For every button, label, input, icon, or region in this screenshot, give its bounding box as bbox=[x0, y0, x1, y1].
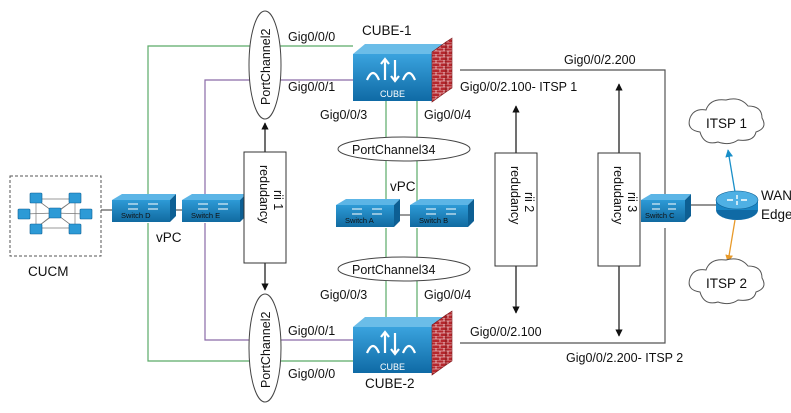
vpc-left-label: vPC bbox=[156, 230, 182, 245]
wan-edge-router: WAN Edge bbox=[715, 188, 791, 222]
cube-1: CUBE-1 CUBE Gig0/0/0 Gig0/0/1 Gig0/0/3 G… bbox=[288, 23, 636, 122]
cube2-inner-label: CUBE bbox=[380, 362, 405, 372]
itsp1-cloud: ITSP 1 bbox=[688, 98, 765, 145]
redundancy-rii1: redudancy rii 1 bbox=[243, 122, 287, 291]
c1-gig004-label: Gig0/0/4 bbox=[424, 108, 471, 122]
c1-gig000-label: Gig0/0/0 bbox=[288, 30, 335, 44]
itsp2-cloud-icon bbox=[688, 258, 765, 305]
switch-b: Switch B bbox=[410, 199, 474, 227]
switch-a-label: Switch A bbox=[345, 216, 374, 225]
rii-2-label: rii 2 bbox=[522, 192, 536, 212]
c2-gig003-label: Gig0/0/3 bbox=[320, 288, 367, 302]
cucm-cluster: CUCM bbox=[9, 175, 102, 279]
switch-a-icon bbox=[336, 199, 400, 205]
c1-gig002-200-label: Gig0/0/2.200 bbox=[564, 53, 636, 67]
link-switchd-cube2-gig000 bbox=[147, 223, 353, 362]
cube1-firewall-icon bbox=[431, 37, 453, 103]
c2-gig004-label: Gig0/0/4 bbox=[424, 288, 471, 302]
c2-gig001-label: Gig0/0/1 bbox=[288, 324, 335, 338]
switch-e: Switch E bbox=[182, 194, 246, 222]
cube1-arrows-icon bbox=[365, 57, 417, 83]
redundancy-2-label: redudancy bbox=[508, 166, 522, 225]
switch-d-icon bbox=[112, 194, 176, 200]
switch-c: Switch C bbox=[641, 194, 691, 222]
link-cube2-gig002-switchc bbox=[460, 228, 666, 344]
switch-b-icon bbox=[410, 199, 474, 205]
cube2-firewall-icon bbox=[431, 310, 453, 376]
portchannel34-top: PortChannel34 bbox=[337, 136, 471, 162]
rii-3-label: rii 3 bbox=[625, 192, 639, 212]
portchannel34-bottom: PortChannel34 bbox=[337, 256, 471, 282]
portchannel2-top: PortChannel2 bbox=[248, 10, 282, 120]
switch-c-icon bbox=[641, 194, 691, 200]
link-switche-cube2-gig001 bbox=[204, 223, 353, 341]
c2-gig000-label: Gig0/0/0 bbox=[288, 367, 335, 381]
switch-e-label: Switch E bbox=[191, 211, 220, 220]
wan-edge-label-1: WAN bbox=[761, 188, 791, 203]
cube1-inner-label: CUBE bbox=[380, 89, 405, 99]
itsp1-label: ITSP 1 bbox=[706, 116, 747, 131]
redundancy-1-label: redudancy bbox=[257, 165, 271, 224]
redundancy-3-label: redudancy bbox=[611, 166, 625, 225]
cucm-box bbox=[9, 175, 102, 257]
portchannel2-bottom-label: PortChannel2 bbox=[259, 312, 273, 388]
itsp2-label: ITSP 2 bbox=[706, 276, 747, 291]
cube2-title: CUBE-2 bbox=[365, 376, 415, 391]
cube1-title: CUBE-1 bbox=[362, 23, 412, 38]
c2-gig002-200-label: Gig0/0/2.200- ITSP 2 bbox=[566, 351, 683, 365]
c1-gig002-100-label: Gig0/0/2.100- ITSP 1 bbox=[460, 80, 577, 94]
cube-2: CUBE CUBE-2 Gig0/0/3 Gig0/0/4 Gig0/0/1 G… bbox=[288, 288, 683, 391]
switch-a: Switch A bbox=[336, 199, 400, 227]
itsp2-cloud: ITSP 2 bbox=[688, 258, 765, 305]
c2-gig002-100-label: Gig0/0/2.100 bbox=[470, 325, 542, 339]
cucm-nodes bbox=[17, 192, 93, 235]
link-wanedge-itsp2 bbox=[725, 219, 736, 263]
switch-b-label: Switch B bbox=[419, 216, 448, 225]
portchannel34-top-label: PortChannel34 bbox=[352, 143, 435, 157]
cucm-label: CUCM bbox=[28, 264, 69, 279]
wan-edge-label-2: Edge bbox=[761, 207, 791, 222]
itsp1-cloud-icon bbox=[688, 98, 765, 145]
link-cube1-gig002-switchc bbox=[460, 69, 666, 195]
portchannel34-bottom-label: PortChannel34 bbox=[352, 263, 435, 277]
cube2-arrows-icon bbox=[365, 330, 417, 356]
links bbox=[101, 45, 736, 362]
switch-d: Switch D bbox=[112, 194, 176, 222]
link-wanedge-itsp1 bbox=[725, 149, 736, 193]
portchannel2-top-label: PortChannel2 bbox=[259, 29, 273, 105]
switch-d-label: Switch D bbox=[121, 211, 151, 220]
c1-gig001-label: Gig0/0/1 bbox=[288, 80, 335, 94]
portchannel2-bottom: PortChannel2 bbox=[248, 293, 282, 403]
switch-c-label: Switch C bbox=[645, 211, 675, 220]
link-switche-cube1-gig001 bbox=[204, 79, 353, 196]
c1-gig003-label: Gig0/0/3 bbox=[320, 108, 367, 122]
redundancy-rii2: redudancy rii 2 bbox=[494, 105, 538, 314]
link-switchd-cube1-gig000 bbox=[147, 45, 353, 196]
redundancy-rii3: redudancy rii 3 bbox=[597, 83, 641, 337]
vpc-center-label: vPC bbox=[390, 179, 416, 194]
switch-e-icon bbox=[182, 194, 246, 200]
rii-1-label: rii 1 bbox=[271, 190, 285, 210]
